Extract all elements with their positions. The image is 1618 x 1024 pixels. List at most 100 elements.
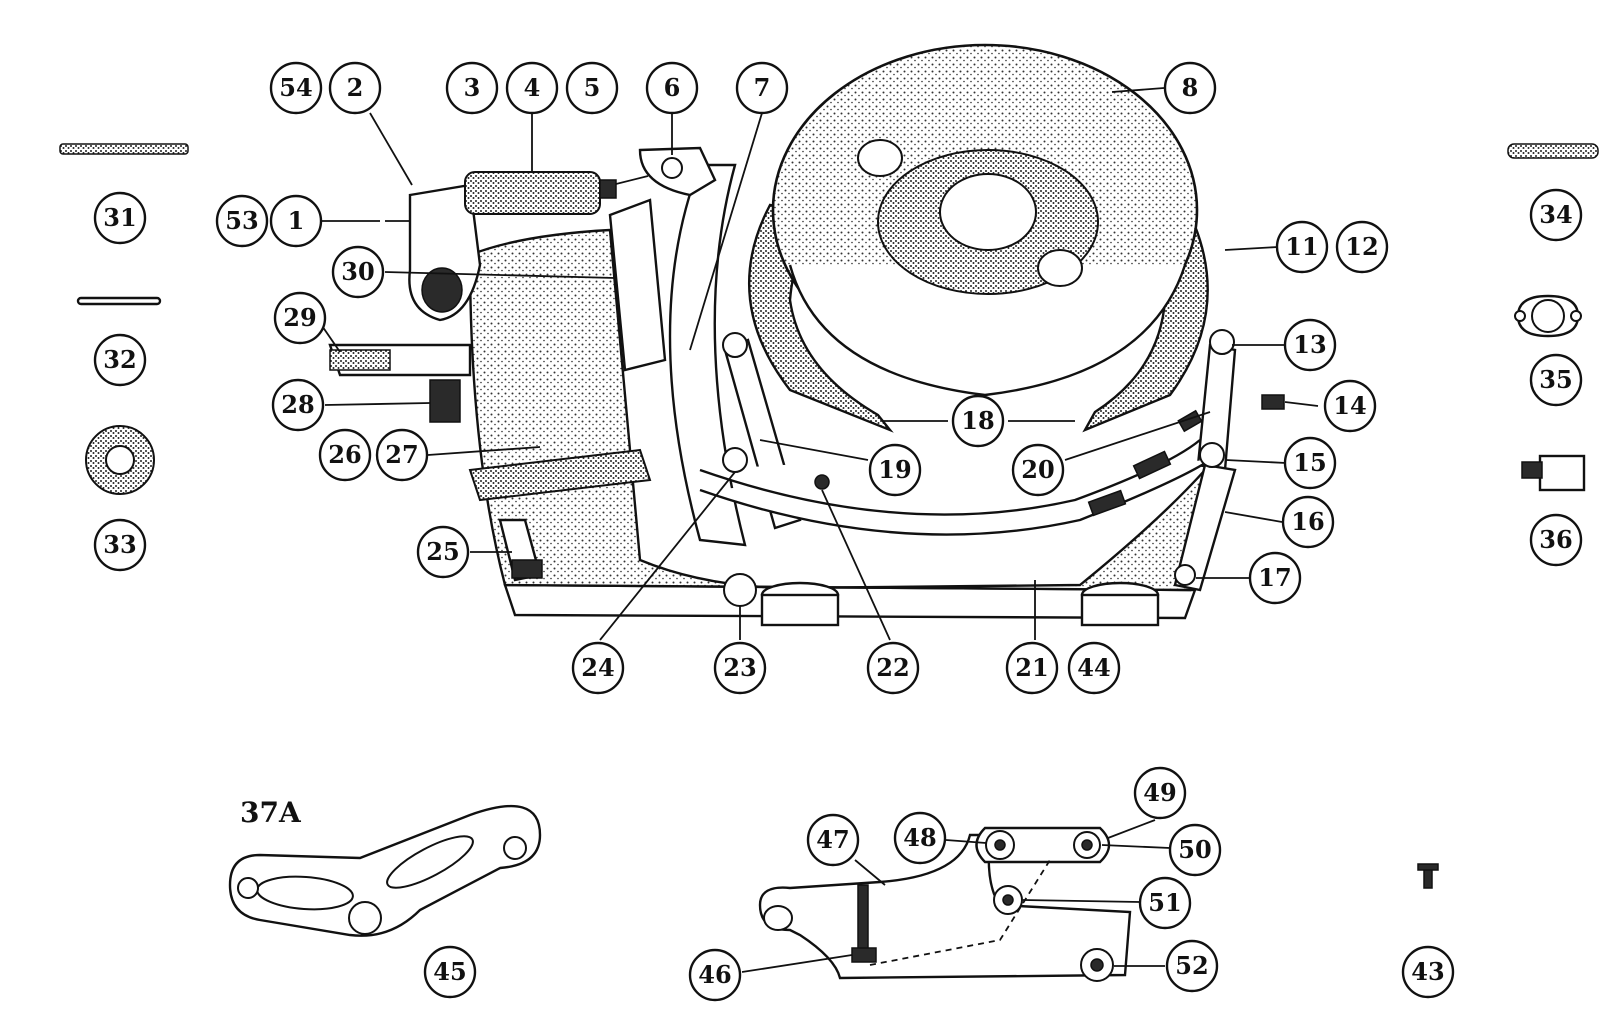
svg-text:7: 7 bbox=[754, 73, 771, 102]
leader-26-27 bbox=[427, 446, 541, 456]
svg-text:33: 33 bbox=[103, 530, 136, 559]
callout-16: 16 bbox=[1281, 495, 1335, 549]
leader-30 bbox=[384, 271, 616, 279]
screw-46 bbox=[857, 884, 869, 951]
block-28 bbox=[429, 379, 461, 423]
part-33-bore bbox=[105, 445, 135, 475]
callout-32: 32 bbox=[93, 333, 147, 387]
boss-right-body bbox=[1080, 593, 1160, 627]
svg-text:35: 35 bbox=[1539, 365, 1572, 394]
leader-11 bbox=[1224, 246, 1279, 251]
callout-52: 52 bbox=[1165, 939, 1219, 993]
callout-7: 7 bbox=[735, 61, 789, 115]
callout-19: 19 bbox=[868, 443, 922, 497]
svg-text:18: 18 bbox=[961, 406, 994, 435]
callouts: 54 2 3 4 5 6 7 8 53 1 11 12 30 13 29 18 … bbox=[93, 61, 1583, 1002]
svg-text:14: 14 bbox=[1333, 391, 1366, 420]
link-plate-hole-1 bbox=[237, 877, 259, 899]
boss-left-body bbox=[760, 593, 840, 627]
callout-4: 4 bbox=[505, 61, 559, 115]
callout-26: 26 bbox=[318, 428, 372, 482]
callout-15: 15 bbox=[1283, 436, 1337, 490]
svg-text:15: 15 bbox=[1293, 448, 1326, 477]
pin-19 bbox=[722, 332, 748, 358]
callout-35: 35 bbox=[1529, 353, 1583, 407]
link-plate-slot-2 bbox=[386, 835, 474, 889]
pin-52-core bbox=[1090, 958, 1104, 972]
svg-text:46: 46 bbox=[698, 960, 731, 989]
spring-nut bbox=[599, 179, 617, 199]
callout-18: 18 bbox=[951, 394, 1005, 448]
leader-lines bbox=[317, 87, 1319, 973]
svg-text:44: 44 bbox=[1077, 653, 1110, 682]
svg-text:54: 54 bbox=[279, 73, 312, 102]
pin-50-core bbox=[1081, 839, 1093, 851]
callout-14: 14 bbox=[1323, 379, 1377, 433]
pin-24 bbox=[722, 447, 748, 473]
lever-47-eye bbox=[763, 905, 793, 931]
spring-coil bbox=[464, 171, 601, 215]
svg-text:22: 22 bbox=[876, 653, 909, 682]
svg-text:25: 25 bbox=[426, 537, 459, 566]
part-32-rod bbox=[76, 296, 162, 306]
svg-text:19: 19 bbox=[878, 455, 911, 484]
leader-15 bbox=[1225, 459, 1287, 464]
svg-text:30: 30 bbox=[341, 257, 374, 286]
svg-text:24: 24 bbox=[581, 653, 614, 682]
svg-text:48: 48 bbox=[903, 823, 936, 852]
leader-28 bbox=[324, 402, 431, 406]
callout-30: 30 bbox=[331, 245, 385, 299]
leader-2 bbox=[369, 112, 413, 186]
callout-22: 22 bbox=[866, 641, 920, 695]
variant-label-37a: 37A bbox=[240, 796, 302, 829]
leader-8 bbox=[1111, 87, 1165, 93]
part-35-ear-left bbox=[1514, 310, 1526, 322]
callout-28: 28 bbox=[271, 378, 325, 432]
callout-34: 34 bbox=[1529, 188, 1583, 242]
callout-50: 50 bbox=[1168, 823, 1222, 877]
svg-text:32: 32 bbox=[103, 345, 136, 374]
leader-22 bbox=[821, 489, 891, 641]
strap-slot-2 bbox=[1132, 450, 1172, 480]
pin-13 bbox=[1209, 329, 1235, 355]
part-36-fitting-body bbox=[1538, 454, 1586, 492]
callout-6: 6 bbox=[645, 61, 699, 115]
svg-text:29: 29 bbox=[283, 303, 316, 332]
part-35-center bbox=[1531, 299, 1565, 333]
callout-5: 5 bbox=[565, 61, 619, 115]
leader-49 bbox=[1107, 819, 1156, 839]
svg-text:53: 53 bbox=[225, 206, 258, 235]
leader-46 bbox=[741, 954, 853, 973]
svg-text:8: 8 bbox=[1182, 73, 1199, 102]
svg-text:27: 27 bbox=[385, 440, 418, 469]
callout-1: 1 bbox=[269, 194, 323, 248]
callout-53: 53 bbox=[215, 194, 269, 248]
leader-7 bbox=[689, 112, 763, 351]
callout-46: 46 bbox=[688, 948, 742, 1002]
svg-text:26: 26 bbox=[328, 440, 361, 469]
link-plate-45: 37A bbox=[228, 796, 542, 937]
callout-13: 13 bbox=[1283, 318, 1337, 372]
pin-48-core bbox=[994, 839, 1006, 851]
callout-27: 27 bbox=[375, 428, 429, 482]
callout-33: 33 bbox=[93, 518, 147, 572]
callout-54: 54 bbox=[269, 61, 323, 115]
callout-29: 29 bbox=[273, 291, 327, 345]
top-lever-pin bbox=[661, 157, 683, 179]
drum-center-hole bbox=[939, 173, 1037, 251]
svg-text:2: 2 bbox=[347, 73, 364, 102]
callout-48: 48 bbox=[893, 811, 947, 865]
drum-skirt bbox=[788, 264, 1187, 397]
pin-51-core bbox=[1002, 894, 1014, 906]
callout-23: 23 bbox=[713, 641, 767, 695]
drum-bolt-hole-1 bbox=[857, 139, 903, 177]
right-lever bbox=[1173, 463, 1237, 592]
brake-assembly-drawing bbox=[328, 43, 1285, 627]
svg-text:5: 5 bbox=[584, 73, 601, 102]
callout-44: 44 bbox=[1067, 641, 1121, 695]
leader-20 bbox=[1064, 411, 1211, 461]
callout-45: 45 bbox=[423, 945, 477, 999]
stud-14 bbox=[1261, 394, 1285, 410]
leader-24 bbox=[599, 471, 736, 641]
